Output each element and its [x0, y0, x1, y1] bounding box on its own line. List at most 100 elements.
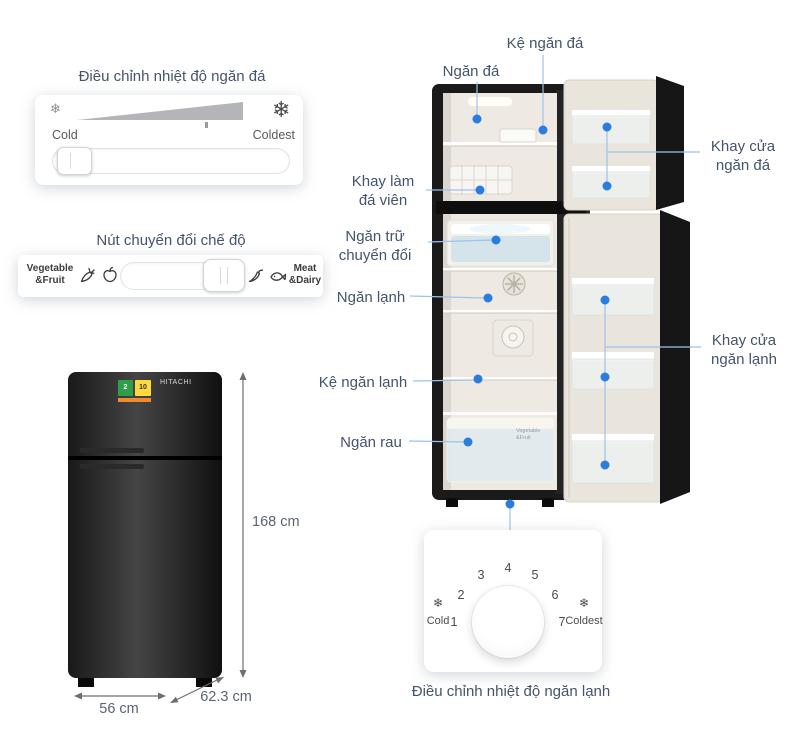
fridge-door-bin-1 — [571, 284, 655, 316]
dial-number-7: 7 — [558, 615, 566, 629]
fish-icon — [270, 272, 287, 281]
callout-vegetable-drawer: Ngăn rau — [340, 434, 402, 451]
dial-coldest-label: Coldest — [565, 615, 603, 627]
width-arrow-right — [158, 692, 166, 700]
vegetable-drawer-rim — [447, 418, 554, 429]
depth-dimension-line — [175, 679, 218, 701]
height-arrow-top — [239, 372, 247, 380]
fridge-temp-caption: Điều chỉnh nhiệt độ ngăn lạnh — [411, 683, 611, 700]
callout-convertible: Ngăn trữ chuyển đổi — [339, 227, 412, 265]
callout-freezer-door-tray: Khay cửa ngăn đá — [711, 137, 775, 175]
dot-convertible — [491, 235, 501, 245]
dial-number-1: 1 — [450, 615, 458, 629]
cold-label: Cold — [52, 128, 78, 142]
interior-control-knob-center — [508, 332, 518, 342]
depth-arrow-left — [170, 696, 179, 703]
dial-number-4: 4 — [504, 561, 512, 575]
dial-number-5: 5 — [531, 568, 539, 582]
freezer-lamp — [468, 97, 512, 106]
coldest-label: Coldest — [252, 128, 295, 142]
line-vegetable-drawer — [408, 440, 466, 443]
callout-ice-tray-line2: đá viên — [358, 192, 408, 210]
depth-arrow-right — [215, 677, 224, 684]
apple-icon — [103, 266, 117, 283]
fridge-door-bin-3-rim — [572, 434, 654, 443]
black-fridge-body — [68, 372, 222, 678]
callout-fridge-compartment: Ngăn lạnh — [336, 289, 406, 306]
meat-dairy-label: Meat &Dairy — [288, 263, 322, 287]
height-arrow-bottom — [239, 670, 247, 678]
vegetable-fruit-label: Vegetable &Fruit — [22, 263, 78, 287]
interior-control-plate — [492, 319, 534, 357]
fridge-shelf-4 — [443, 412, 557, 415]
freezer-door-bin-1 — [571, 115, 651, 145]
black-fridge-foot-left — [78, 678, 94, 687]
dot-freezer-compartment — [472, 114, 482, 124]
dot-fridge-door-tray-2 — [600, 372, 610, 382]
cabinet-foot-right — [542, 498, 554, 507]
dot-ice-tray — [475, 185, 485, 195]
fridge-door-bin-2 — [571, 358, 655, 390]
rating-sticker: 10 — [135, 380, 151, 396]
dial-number-3: 3 — [477, 568, 485, 582]
dot-fridge-door-tray-3 — [600, 460, 610, 470]
intensity-ramp — [77, 102, 243, 128]
temperature-dial-knob — [472, 586, 544, 658]
dimension-arrows — [74, 372, 247, 703]
freezer-temp-slider-knob — [57, 147, 92, 175]
vegetable-label-line1: Vegetable — [26, 263, 74, 274]
ice-tray-grid — [450, 166, 512, 194]
callout-dots — [463, 114, 612, 509]
cooling-fan-hub — [511, 281, 517, 287]
freezer-wall-shade — [443, 93, 451, 201]
callout-ice-tray-line1: Khay làm — [351, 173, 415, 190]
dial-number-2: 2 — [457, 588, 465, 602]
dot-fridge-door-tray-1 — [600, 295, 610, 305]
chili-icon — [248, 269, 264, 283]
fridge-door-bin-1-rim — [572, 278, 654, 287]
convertible-drawer-front — [451, 236, 550, 262]
callout-convertible-line1: Ngăn trữ — [345, 228, 405, 245]
dairy-label-line2: &Dairy — [288, 275, 322, 286]
fridge-shelf-2 — [443, 310, 557, 313]
width-arrow-left — [74, 692, 82, 700]
callout-fridge-shelf: Kệ ngăn lạnh — [318, 374, 408, 391]
fridge-temp-dial-panel: 1 2 3 4 5 6 7 ❄ Cold ❄ Coldest — [424, 530, 603, 672]
dot-dial — [505, 499, 515, 509]
callout-freezer-door-tray-line1: Khay cửa — [710, 138, 776, 155]
dot-fridge-shelf — [473, 374, 483, 384]
fridge-door-edge — [660, 210, 690, 504]
snowflake-icon: ❄ — [432, 596, 444, 610]
dial-number-6: 6 — [551, 588, 559, 602]
snowflake-icon: ❄ — [272, 97, 291, 122]
fridge-open-illustration — [432, 76, 690, 507]
dial-cold-label: Cold — [426, 615, 450, 627]
callout-freezer-shelf: Kệ ngăn đá — [506, 35, 584, 52]
black-fridge-foot-right — [196, 678, 212, 687]
convertible-glow — [470, 224, 530, 234]
dot-freezer-door-tray-1 — [602, 122, 612, 132]
width-dimension-label: 56 cm — [99, 701, 139, 717]
dot-fridge-compartment — [483, 293, 493, 303]
freezer-box — [499, 128, 537, 143]
height-dimension-label: 168 cm — [252, 514, 300, 530]
fridge-shelf-3 — [443, 377, 557, 380]
energy-sticker: 2 — [118, 380, 133, 396]
compartment-divider — [436, 201, 586, 214]
carrot-icon — [80, 267, 95, 283]
callout-fridge-door-tray: Khay cửa ngăn lạnh — [711, 331, 777, 369]
line-convertible — [427, 239, 494, 243]
black-fridge-handle-top — [80, 448, 144, 453]
mode-switch-title: Nút chuyển đổi chế độ — [96, 232, 246, 249]
fruit-label-line2: &Fruit — [35, 275, 65, 286]
black-fridge-silhouette — [68, 372, 222, 687]
callout-fridge-door-tray-line1: Khay cửa — [711, 332, 777, 349]
callout-convertible-line2: chuyển đổi — [338, 247, 412, 265]
brand-logo: HITACHI — [160, 379, 192, 386]
freezer-door-bin-2-rim — [572, 166, 650, 174]
callout-freezer-door-tray-line2: ngăn đá — [715, 157, 771, 175]
snowflake-icon: ❄ — [50, 101, 61, 116]
line-fridge-compartment — [409, 295, 486, 299]
fridge-wall-shade — [443, 214, 451, 490]
